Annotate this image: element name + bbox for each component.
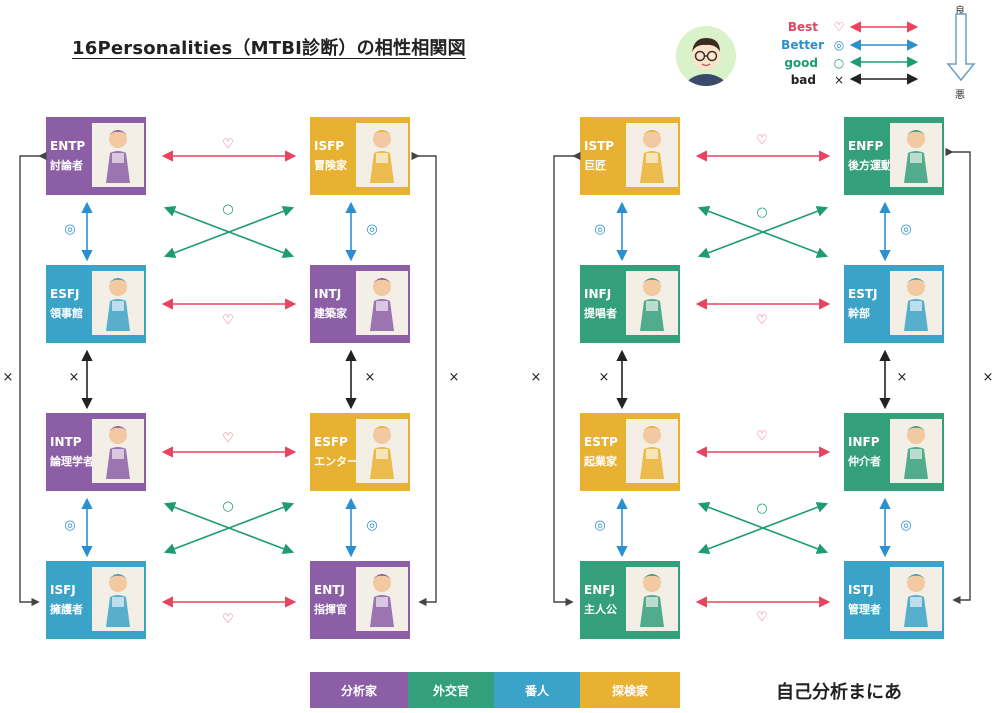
cross-icon: ×: [68, 370, 80, 385]
category-explorers: 探検家: [580, 672, 680, 708]
double-circle-icon: ◎: [594, 518, 606, 533]
character-illustration: [626, 419, 678, 483]
legend-label-bad: bad: [790, 73, 816, 87]
double-circle-icon: ◎: [900, 222, 912, 237]
category-analysts: 分析家: [310, 672, 408, 708]
double-circle-icon: ◎: [64, 222, 76, 237]
character-illustration: [890, 567, 942, 631]
circle-icon: ○: [756, 205, 768, 220]
character-illustration: [92, 271, 144, 335]
card-esfp: ESFPエンターテイナー: [310, 413, 410, 491]
arrow-bad: [553, 151, 581, 607]
avatar: [676, 26, 736, 86]
heart-icon: ♡: [222, 137, 234, 152]
legend-bad-word: 悪: [955, 90, 965, 101]
cross-icon: ×: [982, 370, 994, 385]
legend-scale-arrow: [946, 13, 976, 82]
heart-icon: ♡: [756, 313, 768, 328]
circle-icon: ○: [222, 499, 234, 514]
cross-icon: ×: [2, 370, 14, 385]
category-diplomats: 外交官: [408, 672, 494, 708]
circle-icon: ○: [756, 501, 768, 516]
legend-good-word: 良: [955, 6, 965, 17]
legend-label-best: Best: [787, 20, 818, 34]
character-illustration: [92, 123, 144, 187]
cross-icon: ×: [364, 370, 376, 385]
legend-label-good: good: [784, 56, 818, 70]
arrow-bad: [19, 151, 47, 607]
double-circle-icon: ◎: [366, 222, 378, 237]
double-circle-icon: ◎: [594, 222, 606, 237]
character-illustration: [626, 271, 678, 335]
category-sentinels: 番人: [494, 672, 580, 708]
character-illustration: [92, 567, 144, 631]
character-illustration: [890, 123, 942, 187]
character-illustration: [626, 123, 678, 187]
character-illustration: [356, 271, 408, 335]
cross-icon: ×: [530, 370, 542, 385]
legend-double-circle-icon: ◎: [833, 38, 845, 52]
heart-icon: ♡: [222, 612, 234, 627]
circle-icon: ○: [222, 202, 234, 217]
heart-icon: ♡: [756, 133, 768, 148]
character-illustration: [890, 419, 942, 483]
double-circle-icon: ◎: [900, 518, 912, 533]
arrow-bad: [411, 151, 437, 607]
page-title: 16Personalities（MTBI診断）の相性相関図: [72, 38, 466, 59]
brand-logo: 自己分析まにあ: [776, 682, 902, 703]
cross-icon: ×: [448, 370, 460, 385]
heart-icon: ♡: [756, 610, 768, 625]
legend-label-better: Better: [781, 38, 824, 52]
legend-circle-icon: ○: [833, 56, 845, 70]
cross-icon: ×: [896, 370, 908, 385]
double-circle-icon: ◎: [366, 518, 378, 533]
character-illustration: [356, 567, 408, 631]
character-illustration: [92, 419, 144, 483]
heart-icon: ♡: [222, 313, 234, 328]
character-illustration: [356, 419, 408, 483]
heart-icon: ♡: [756, 429, 768, 444]
character-illustration: [626, 567, 678, 631]
double-circle-icon: ◎: [64, 518, 76, 533]
arrow-bad: [945, 147, 971, 605]
character-illustration: [356, 123, 408, 187]
character-illustration: [890, 271, 942, 335]
legend-heart-icon: ♡: [833, 20, 845, 34]
cross-icon: ×: [598, 370, 610, 385]
legend-cross-icon: ×: [833, 73, 845, 87]
heart-icon: ♡: [222, 431, 234, 446]
